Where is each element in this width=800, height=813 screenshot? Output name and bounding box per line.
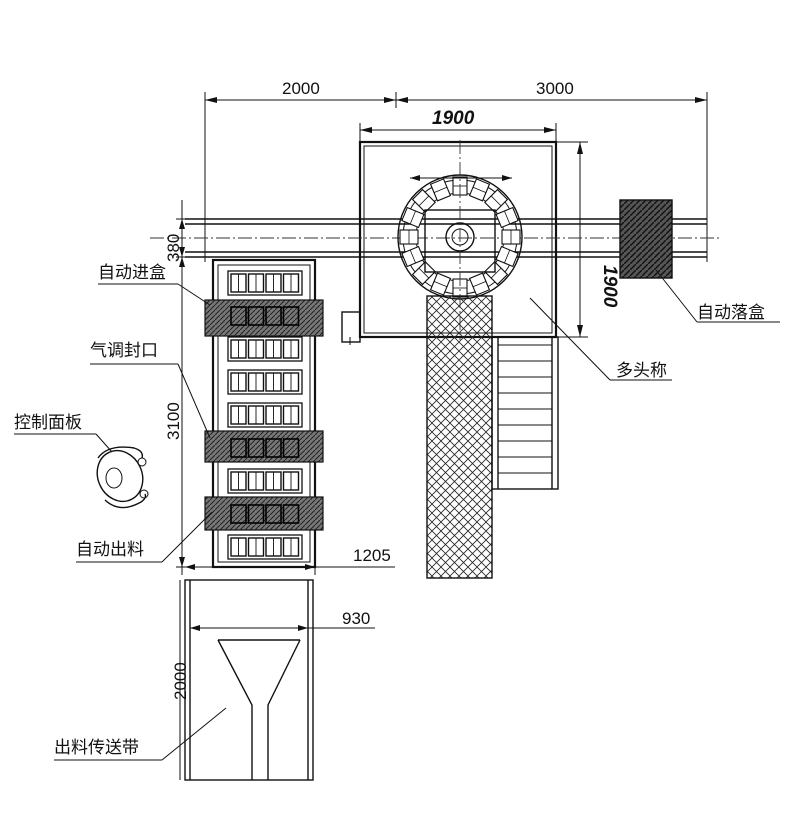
dim-2000-top: 2000 [282,79,320,98]
control-panel-operator [96,446,149,509]
weigher-head [411,261,436,286]
weigher-head [495,206,519,229]
tray-row [227,369,303,395]
weigher-head [411,188,436,213]
dimension-top: 2000 3000 [204,79,708,262]
tray-row [227,270,303,296]
weigher-head [484,261,509,286]
callout-labels: 自动进盒 气调封口 控制面板 自动出料 自动落盒 多头称 出料传送带 [14,263,780,761]
label-control-panel: 控制面板 [14,413,82,433]
tray-row [227,336,303,362]
dim-1205: 1205 [353,546,391,565]
tray-sealed [230,504,300,524]
stairs [491,336,559,490]
label-auto-box-feed: 自动进盒 [98,263,166,283]
dimension-1205: 1205 [185,546,395,575]
weigher-head [429,272,452,296]
packing-machine [204,258,324,569]
bucket-conveyor [426,295,493,579]
dim-1900-width: 1900 [432,108,475,129]
tray-row [227,534,303,560]
label-discharge-conveyor: 出料传送带 [54,738,139,758]
weigher-head [429,178,452,202]
dim-3100: 3100 [164,402,183,440]
weigher-head [401,206,425,229]
tray-row [227,402,303,428]
weigher-head [484,188,509,213]
dimension-left: 380 3100 [164,200,213,575]
dim-3000-top: 3000 [536,79,574,98]
weigher-head [468,178,491,202]
weigher-head [401,245,425,268]
weigher-head [495,245,519,268]
weigher-head [501,229,521,245]
label-auto-discharge: 自动出料 [76,540,144,560]
dim-380: 380 [164,234,183,262]
dim-1900-height: 1900 [599,265,620,308]
label-multihead-weigher: 多头称 [616,361,667,381]
tray-row [227,468,303,494]
label-map-sealing: 气调封口 [90,341,158,361]
weigher-head [399,229,419,245]
dim-2000-left: 2000 [171,662,190,700]
dim-930: 930 [342,609,370,628]
weigher-head [468,272,491,296]
tray-sealed [230,306,300,326]
label-auto-box-drop: 自动落盒 [697,303,765,323]
multihead-weigher [397,140,523,340]
tray-sealed [230,438,300,458]
discharge-conveyor: 930 2000 [171,579,375,781]
box-drop-unit [619,199,673,279]
